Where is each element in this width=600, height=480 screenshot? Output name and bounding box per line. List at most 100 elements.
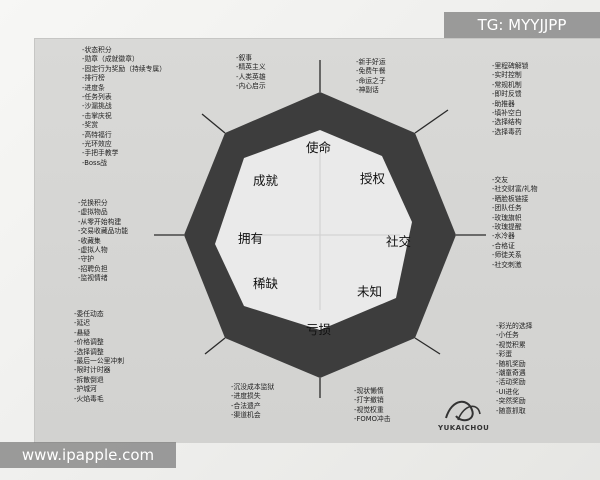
note-line: -击掌庆祝: [82, 111, 112, 120]
note-line: -价格调整: [74, 338, 104, 347]
note-line: -限时计时器: [74, 366, 111, 375]
note-line: -免费午餐: [356, 67, 386, 76]
label-ownership: 拥有: [238, 231, 264, 246]
note-line: -合法遗产: [231, 401, 261, 410]
note-line: -拆散倒退: [74, 375, 104, 384]
note-line: -守护: [78, 255, 95, 264]
note-line: -Boss战: [82, 158, 107, 167]
note-line: -社交刺激: [492, 260, 522, 269]
notes-right-top: -里程碑解锁-实时控制-常规机制-即时反馈-助推器-填补空白-选择结构-选择毒药: [492, 62, 528, 137]
note-line: -突然奖励: [496, 397, 526, 406]
inner-spokes: [240, 150, 400, 310]
note-line: -水冷器: [492, 232, 515, 241]
note-line: -选择毒药: [492, 127, 522, 136]
note-line: -填补空白: [492, 109, 522, 118]
notes-right-bottom: -彩光的选择-小任务-视觉积累-彩蛋-随机奖励-潮童奇遇-活动奖励-UI进化-突…: [496, 322, 532, 416]
inner-octagon: [215, 130, 412, 330]
note-line: -招聘负担: [78, 264, 108, 273]
note-line: -选择调整: [74, 347, 104, 356]
note-line: -监视情绪: [78, 274, 108, 283]
note-line: -火焰毒毛: [74, 394, 104, 403]
note-line: -沙漏挑战: [82, 102, 112, 111]
note-line: -FOMO冲击: [354, 415, 391, 424]
note-line: -玫瑰提醒: [492, 223, 522, 232]
note-line: -护城河: [74, 385, 97, 394]
watermark-bottom: www.ipapple.com: [0, 442, 176, 468]
note-line: -现状懒惰: [354, 387, 384, 395]
note-line: -彩光的选择: [496, 322, 533, 330]
note-line: -从零开始构建: [78, 217, 122, 226]
note-line: -彩蛋: [496, 350, 513, 359]
note-line: -实时控制: [492, 71, 522, 80]
note-line: -最后一公里冲刺: [74, 357, 125, 366]
notes-left-bottom: -委任动态-延迟-悬疑-价格调整-选择调整-最后一公里冲刺-限时计时器-拆散倒退…: [74, 310, 124, 404]
note-line: -视觉积累: [496, 340, 526, 349]
note-line: -委任动态: [74, 310, 104, 318]
label-mission: 使命: [306, 140, 332, 155]
note-line: -玫瑰旗帜: [492, 213, 522, 222]
label-accomplishment: 成就: [253, 173, 279, 188]
notes-left-middle: -兑换积分-虚拟物品-从零开始构建-交易收藏品功能-收藏集-虚拟人物-守护-招聘…: [78, 199, 128, 284]
diagram-spokes: [154, 60, 486, 398]
note-line: -奖赏: [82, 121, 99, 130]
label-scarcity: 稀缺: [253, 276, 279, 291]
logo-wordmark: YUKAICHOU: [438, 424, 490, 432]
note-line: -固定行为奖励（持续专属）: [82, 64, 167, 73]
note-line: -即时反馈: [492, 90, 522, 99]
note-line: -合格证: [492, 241, 515, 250]
note-line: -进度条: [82, 83, 105, 92]
note-line: -叙事: [236, 54, 253, 62]
note-line: -虚拟物品: [78, 208, 108, 217]
note-line: -状态积分: [82, 46, 112, 54]
label-unpredictability: 未知: [357, 284, 383, 299]
note-line: -精英主义: [236, 63, 266, 72]
note-line: -虚拟人物: [78, 246, 108, 255]
note-line: -内心启示: [236, 82, 266, 91]
note-line: -手把手教学: [82, 149, 119, 158]
note-line: -排行榜: [82, 74, 105, 83]
note-line: -打字撤销: [354, 396, 384, 405]
notes-right-middle: -交友-社交财富/礼物-晒脸板链接-团队任务-玫瑰旗帜-玫瑰提醒-水冷器-合格证…: [492, 176, 538, 270]
note-line: -勋章（成就徽章）: [82, 55, 139, 64]
note-line: -UI进化: [496, 387, 520, 396]
label-social: 社交: [386, 234, 412, 249]
notes-bottom-center-left: -沉没成本监狱-进度损失-合法遗产-渠道机会: [231, 383, 274, 421]
note-line: -新手好运: [356, 58, 386, 66]
note-line: -光环效应: [82, 140, 112, 149]
note-line: -潮童奇遇: [496, 369, 526, 378]
note-line: -小任务: [496, 331, 519, 340]
note-line: -活动奖励: [496, 378, 526, 387]
note-line: -进度损失: [231, 392, 261, 401]
notes-top-center-right: -新手好运-免费午餐-命运之子-神副话: [356, 58, 386, 96]
label-loss: 亏损: [306, 322, 332, 337]
note-line: -交友: [492, 176, 509, 184]
note-line: -交易收藏品功能: [78, 227, 129, 236]
note-line: -常规机制: [492, 80, 522, 89]
note-line: -收藏集: [78, 236, 101, 245]
note-line: -沉没成本监狱: [231, 383, 275, 391]
note-line: -团队任务: [492, 204, 522, 213]
note-line: -师徒关系: [492, 251, 522, 260]
note-line: -兑换积分: [78, 199, 108, 207]
note-line: -里程碑解锁: [492, 62, 529, 70]
note-line: -视觉权重: [354, 405, 384, 414]
note-line: -神副话: [356, 86, 379, 95]
notes-bottom-center-right: -现状懒惰-打字撤销-视觉权重-FOMO冲击: [354, 387, 391, 425]
note-line: -人类英雄: [236, 72, 266, 81]
note-line: -随机奖励: [496, 359, 526, 368]
note-line: -命运之子: [356, 76, 386, 85]
note-line: -社交财富/礼物: [492, 185, 538, 194]
note-line: -高特福行: [82, 130, 112, 139]
note-line: -选择结构: [492, 118, 522, 127]
note-line: -助推器: [492, 99, 515, 108]
note-line: -随意抓取: [496, 406, 526, 415]
note-line: -延迟: [74, 319, 91, 328]
watermark-top: TG: MYYJJPP: [444, 12, 600, 38]
note-line: -渠道机会: [231, 411, 261, 420]
note-line: -晒脸板链接: [492, 194, 529, 203]
note-line: -悬疑: [74, 328, 91, 337]
notes-top-center-left: -叙事-精英主义-人类英雄-内心启示: [236, 54, 266, 92]
notes-left-top: -状态积分-勋章（成就徽章）-固定行为奖励（持续专属）-排行榜-进度条-任务列表…: [82, 46, 166, 168]
